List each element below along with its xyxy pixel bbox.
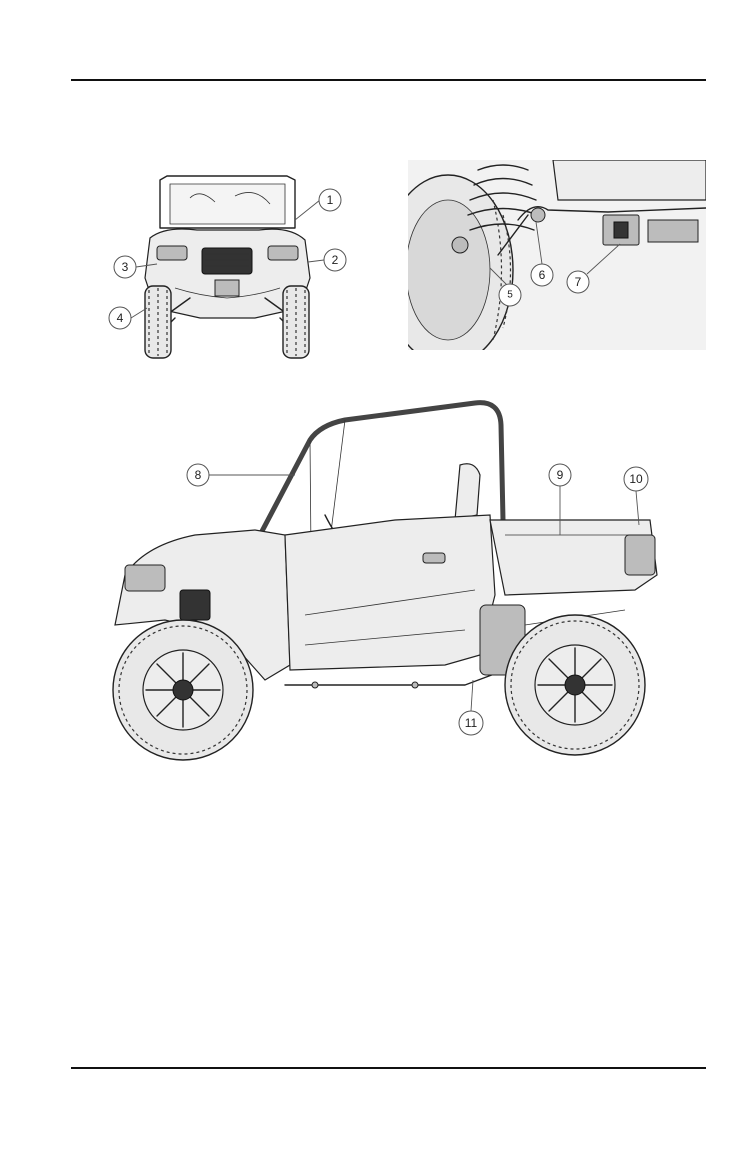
callout-1: 1 bbox=[327, 193, 334, 207]
callout-6: 6 bbox=[539, 268, 546, 282]
front-left-tire bbox=[145, 286, 171, 358]
header-rule bbox=[71, 79, 706, 81]
callout-5: 5 bbox=[507, 290, 513, 301]
rear-detail-illustration: 5 6 7 bbox=[408, 160, 706, 350]
side-view-illustration: 8 9 10 11 bbox=[105, 395, 665, 765]
callout-7: 7 bbox=[575, 275, 582, 289]
front-view-illustration: 1 2 3 4 bbox=[105, 168, 355, 363]
callout-9: 9 bbox=[557, 468, 564, 482]
front-wheel bbox=[113, 620, 253, 760]
callout-2: 2 bbox=[332, 253, 339, 267]
footer-rule bbox=[71, 1067, 706, 1069]
callout-8: 8 bbox=[195, 468, 202, 482]
front-right-tire bbox=[283, 286, 309, 358]
rear-wheel bbox=[505, 615, 645, 755]
callout-4: 4 bbox=[117, 311, 124, 325]
callout-3: 3 bbox=[122, 260, 129, 274]
roll-cage-front bbox=[160, 176, 295, 228]
callout-10: 10 bbox=[629, 472, 643, 486]
callout-11: 11 bbox=[465, 716, 478, 730]
